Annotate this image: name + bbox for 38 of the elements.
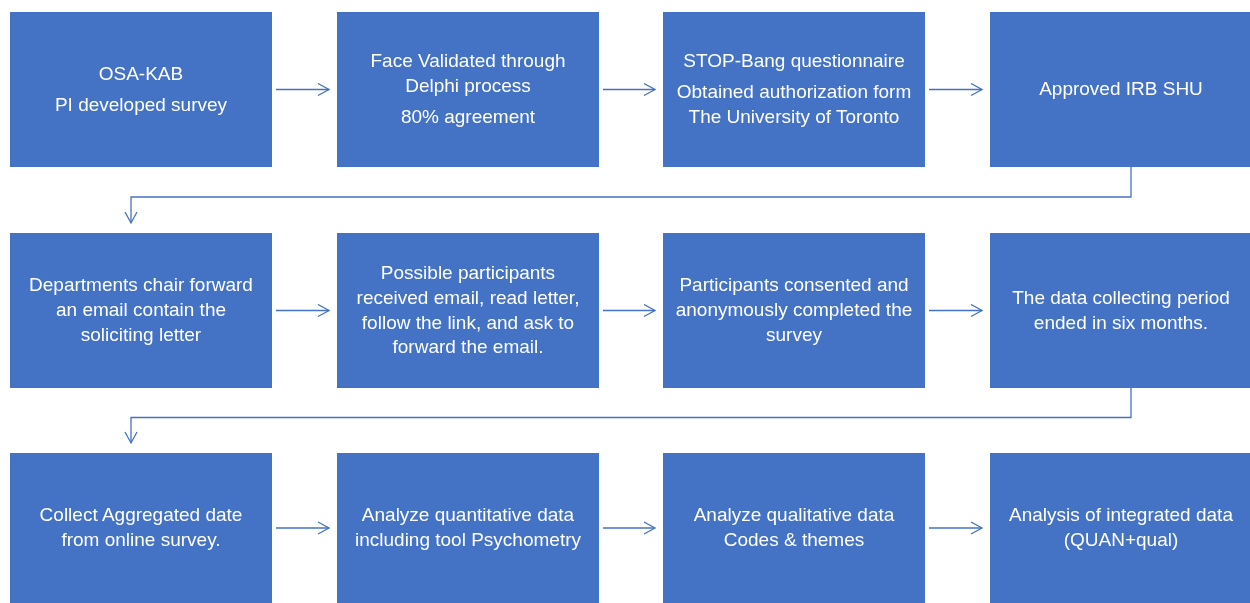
arrow <box>275 303 330 318</box>
box-text: OSA-KAB <box>98 61 184 86</box>
box-text: Departments chair forward an email contain the soliciting letter <box>28 273 254 347</box>
box-text: Obtained authorization form The University of Toronto <box>675 80 913 129</box>
box-text: The data collecting period ended in six months. <box>1011 285 1231 335</box>
arrow <box>124 166 1132 224</box>
process-box <box>663 453 925 603</box>
arrow <box>124 387 1132 444</box>
box-text: Possible participants received email, read letter, follow the link, and ask to forward the email. <box>355 261 581 360</box>
arrow <box>602 303 656 318</box>
process-box <box>337 453 599 603</box>
arrow <box>275 521 330 535</box>
box-text: Analyze qualitative data Codes & themes <box>692 503 896 552</box>
arrow <box>602 82 656 97</box>
process-box <box>990 453 1250 603</box>
box-text: STOP-Bang questionnaire <box>683 49 905 74</box>
box-text: PI developed survey <box>54 92 228 117</box>
box-text: Participants consented and anonymously completed the survey <box>674 273 914 347</box>
box-text: Approved IRB SHU <box>1039 77 1203 102</box>
process-box <box>663 12 925 167</box>
arrow <box>928 521 983 535</box>
box-text: 80% agreement <box>400 104 536 129</box>
box-text: Analysis of integrated data (QUAN+qual) <box>1008 503 1234 552</box>
arrow <box>928 303 983 318</box>
process-box <box>663 233 925 388</box>
process-box <box>10 233 272 388</box>
arrow <box>275 82 330 97</box>
box-text: Analyze quantitative data including tool Psychometry <box>354 503 582 552</box>
process-box <box>337 233 599 388</box>
process-box <box>337 12 599 167</box>
process-box <box>10 12 272 167</box>
box-text: Collect Aggregated date from online survey. <box>38 503 244 552</box>
process-box <box>990 12 1250 167</box>
arrow <box>602 521 656 535</box>
arrow <box>928 82 983 97</box>
process-box <box>990 233 1250 388</box>
box-text: Face Validated through Delphi process <box>369 49 567 99</box>
process-box <box>10 453 272 603</box>
